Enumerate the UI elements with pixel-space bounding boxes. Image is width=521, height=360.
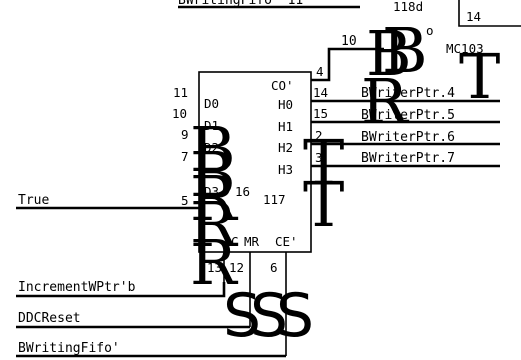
top-chip-label: 118d [393,0,423,14]
overlay-glyph-left-r2: R [190,188,239,261]
pin-label-d2: D2 [204,140,219,155]
pin-number-12: 12 [229,260,244,275]
signal-bwriterptr-5: BWriterPtr.5 [361,108,455,123]
pin-number-d0: 10 [172,106,187,121]
overlay-glyph-bottom-s2: S [250,281,288,351]
signal-bwriterptr-6: BWriterPtr.6 [361,130,455,145]
pin-label-ce: CE' [275,234,298,249]
pin-label-co: CO' [271,78,294,93]
signal-bwriterptr-7: BWriterPtr.7 [361,151,455,166]
pin-label-d3: D3 [204,184,219,199]
overlay-glyph-right-t2: T [303,168,344,241]
pin-label-h3: H3 [278,162,293,177]
top-right-label: 14 [466,9,481,24]
overlay-glyph-left-b2: B [190,138,236,211]
chip-name: 117 [263,192,286,207]
pin-number-h3: 3 [315,150,323,165]
overlay-glyph-top-r: R [361,65,410,138]
chip-117-body [198,71,312,253]
net-bwriting-label: BWritingFifo' [18,341,120,356]
pin-label-h2: H2 [278,140,293,155]
overlay-glyph-bottom-s3: S [276,281,314,351]
pin-label-d0: D0 [204,96,219,111]
pin-number-d3: 5 [181,193,189,208]
overlay-glyph-bottom-s1: S [223,281,261,351]
pin-number-d1: 9 [181,127,189,142]
net-10-label: 10 [341,34,357,49]
top-net-label: BWritingFifo' 11 [178,0,303,8]
pin-label-c: C [231,234,239,249]
wire-increment [16,282,226,298]
mc-label: MC103 [446,41,484,56]
pin-label-h1: H1 [278,119,293,134]
pin-label-d1: D1 [204,118,219,133]
pin-label-h0: H0 [278,97,293,112]
overlay-glyph-top-b2: B [382,14,428,87]
overlay-glyph-top-b: B [366,17,412,90]
net-ddcreset-label: DDCReset [18,311,81,326]
pin-number-h2: 2 [315,128,323,143]
top-right-box [458,0,521,27]
pin-number-d2: 7 [181,149,189,164]
overlay-glyph-left-r1: R [190,162,239,235]
pin-number-co: 4 [316,64,324,79]
overlay-glyph-side-t: T [459,40,500,113]
overlay-glyph-left-r3: R [190,226,239,299]
pin-number-h0: 14 [313,85,328,100]
pin-16-label: 16 [235,184,250,199]
o-label: o [426,23,434,38]
net-increment-label: IncrementWPtr'b [18,280,136,295]
pin-11-label: 11 [173,85,188,100]
signal-bwriterptr-4: BWriterPtr.4 [361,86,455,101]
pin-label-mr: MR [244,234,260,249]
net-true-label: True [18,193,49,208]
pin-number-h1: 15 [313,106,328,121]
pin-number-13: 13 [207,260,222,275]
overlay-glyph-right-t1: T [303,126,344,199]
overlay-glyph-left-b1: B [190,113,236,186]
pin-number-6: 6 [270,260,278,275]
wire-co [311,47,384,82]
